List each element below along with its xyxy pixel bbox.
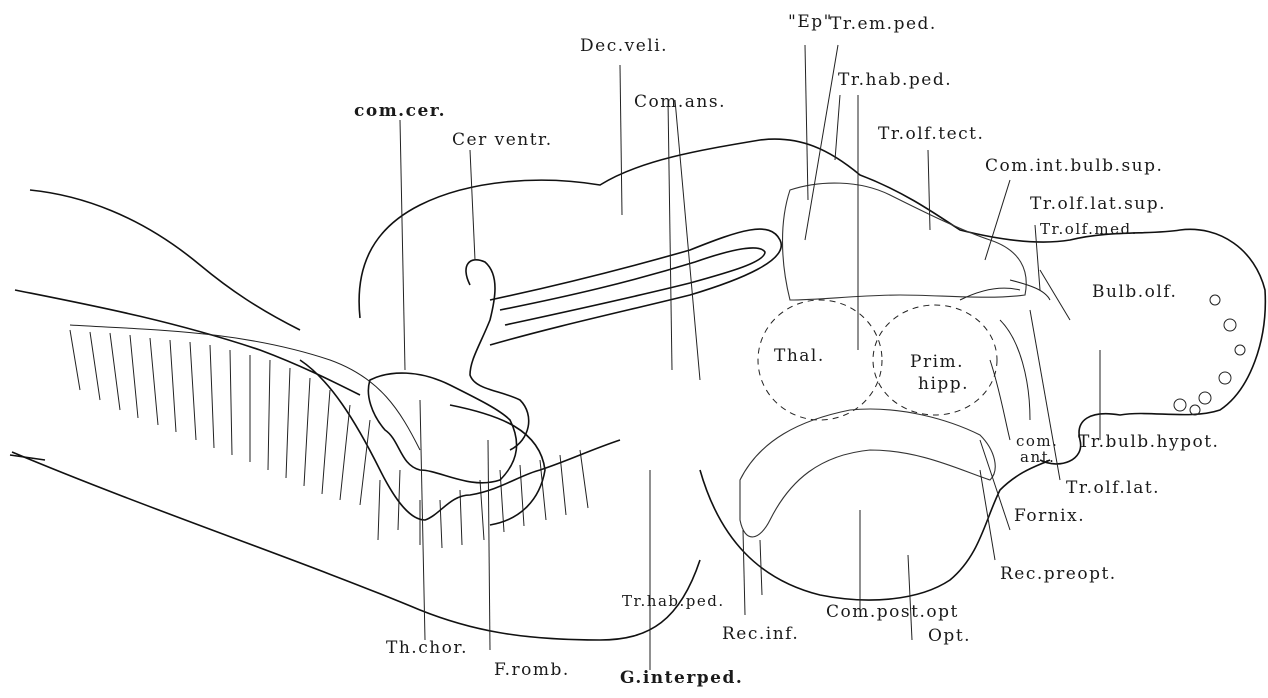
medulla-upper-line bbox=[15, 290, 360, 395]
label-tr-bulb-hypot: Tr.bulb.hypot. bbox=[1078, 434, 1219, 451]
label-fornix: Fornix. bbox=[1014, 508, 1085, 525]
cerebellar-ventricle-loop bbox=[466, 260, 529, 450]
label-cer-ventr: Cer ventr. bbox=[452, 132, 553, 149]
label-prim: Prim. bbox=[910, 354, 964, 371]
label-tr-hab-ped-bottom: Tr.hab.ped. bbox=[622, 594, 725, 609]
label-hipp: hipp. bbox=[918, 376, 969, 393]
medulla-inner-line bbox=[70, 325, 420, 450]
label-com: com. bbox=[1016, 434, 1058, 449]
label-com-int-bulb-sup: Com.int.bulb.sup. bbox=[985, 158, 1163, 175]
label-com-post-opt: Com.post.opt bbox=[826, 604, 959, 621]
label-opt: Opt. bbox=[928, 628, 971, 645]
rhomb-floor-dark-edge bbox=[300, 360, 620, 520]
olfactory-tract-lines bbox=[960, 280, 1050, 440]
velum-fold-inner bbox=[500, 248, 765, 325]
label-bulb-olf: Bulb.olf. bbox=[1092, 284, 1177, 301]
label-tr-olf-med: Tr.olf.med. bbox=[1040, 222, 1138, 237]
label-thal: Thal. bbox=[774, 348, 825, 365]
medulla-lower-outline bbox=[12, 452, 700, 640]
hypothalamic-band bbox=[740, 409, 995, 537]
tectum-stipple-region bbox=[783, 183, 1027, 300]
label-com-ans: Com.ans. bbox=[634, 94, 726, 111]
label-tr-olf-tect: Tr.olf.tect. bbox=[878, 126, 984, 143]
fourth-ventricle bbox=[368, 373, 516, 483]
label-tr-olf-lat-sup: Tr.olf.lat.sup. bbox=[1030, 196, 1166, 213]
label-dec-veli: Dec.veli. bbox=[580, 38, 668, 55]
label-tr-em-ped: Tr.em.ped. bbox=[830, 16, 937, 33]
ventricle-lower-curve bbox=[450, 405, 545, 525]
velum-fold-outer bbox=[490, 229, 781, 345]
label-rec-preopt: Rec.preopt. bbox=[1000, 566, 1117, 583]
label-tr-hab-ped-top: Tr.hab.ped. bbox=[838, 72, 952, 89]
label-rec-inf: Rec.inf. bbox=[722, 626, 799, 643]
label-g-interped: G.interped. bbox=[620, 670, 743, 687]
medulla-outline bbox=[30, 190, 300, 330]
label-com-cer: com.cer. bbox=[354, 103, 446, 120]
label-tr-olf-lat: Tr.olf.lat. bbox=[1066, 480, 1160, 497]
label-f-romb: F.romb. bbox=[494, 662, 570, 679]
label-ant: ant. bbox=[1020, 450, 1055, 465]
label-th-chor: Th.chor. bbox=[386, 640, 468, 657]
ventral-outline bbox=[700, 460, 1050, 600]
rhomb-floor-hatching bbox=[70, 330, 588, 548]
